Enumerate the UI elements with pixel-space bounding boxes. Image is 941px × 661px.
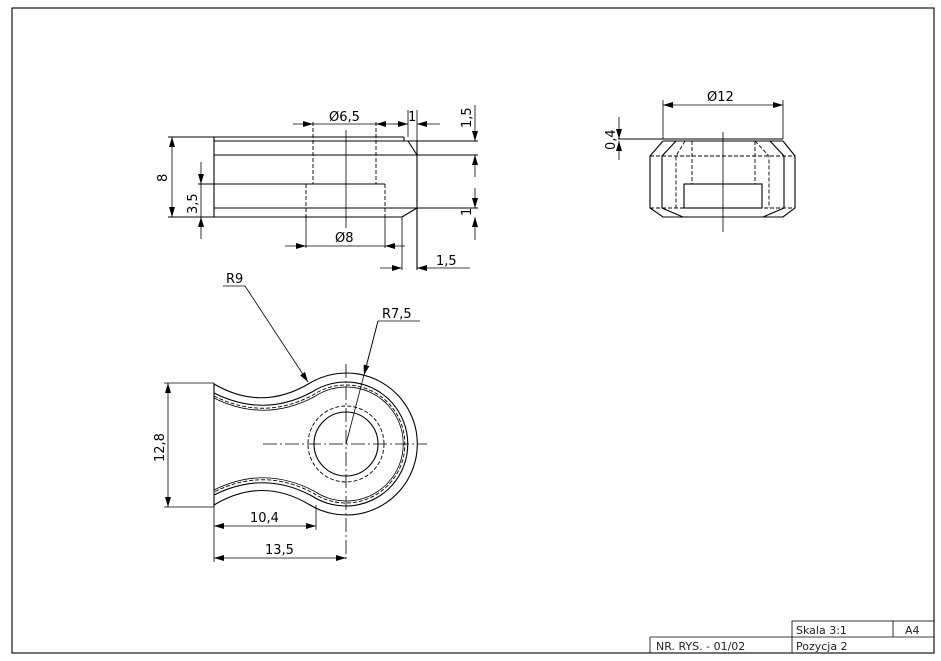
dim-width: 12,8 [153,433,168,462]
drawing-frame [11,7,935,654]
front-view: Ø6,5 1 Ø8 1,5 8 3,5 1,5 1 [156,105,478,271]
dim-radius-head: R7,5 [382,307,412,322]
dim-chamfer-top-h: 1,5 [460,107,475,128]
dim-step: 3,5 [186,193,201,214]
drawing-number: NR. RYS. - 01/02 [656,640,745,653]
dim-waist-length: 10,4 [250,511,279,526]
dim-height: 8 [156,174,171,182]
scale-label: Skala 3:1 [796,624,847,637]
title-block: Skala 3:1 A4 NR. RYS. - 01/02 Pozycja 2 [649,620,935,654]
dim-radius-waist: R9 [226,272,243,287]
dim-flange: 0,4 [604,129,619,150]
side-view: Ø12 0,4 [604,90,796,232]
dim-hole-top: Ø6,5 [329,110,360,125]
top-view: R9 R7,5 12,8 10,4 13,5 [153,272,427,562]
dim-chamfer-top-w: 1 [408,110,416,125]
format-label: A4 [905,624,920,637]
dim-chamfer-bottom-w: 1,5 [436,254,457,269]
dim-diameter: Ø12 [707,90,734,105]
dim-hole-bottom: Ø8 [335,231,354,246]
dim-center-length: 13,5 [265,543,294,558]
dim-chamfer-bottom-h: 1 [460,208,475,216]
position-label: Pozycja 2 [796,640,848,653]
